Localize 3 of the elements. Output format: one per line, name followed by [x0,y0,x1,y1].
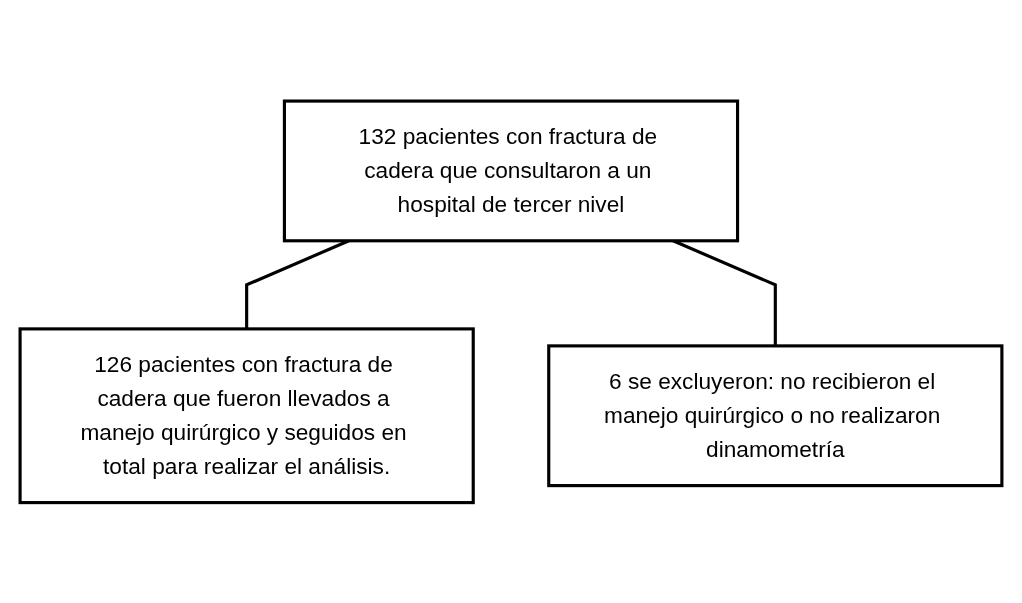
node-box: 132 pacientes con fractura de cadera que consultaron a un hospital de tercer nivel [282,99,740,242]
node-box: 6 se excluyeron: no recibieron el manejo quirúrgico o no realizaron dinamometría [547,343,1004,487]
node-box: 126 pacientes con fractura de cadera que fueron llevados a manejo quirúrgico y seguidos en total para realizar el análisis. [18,326,475,504]
